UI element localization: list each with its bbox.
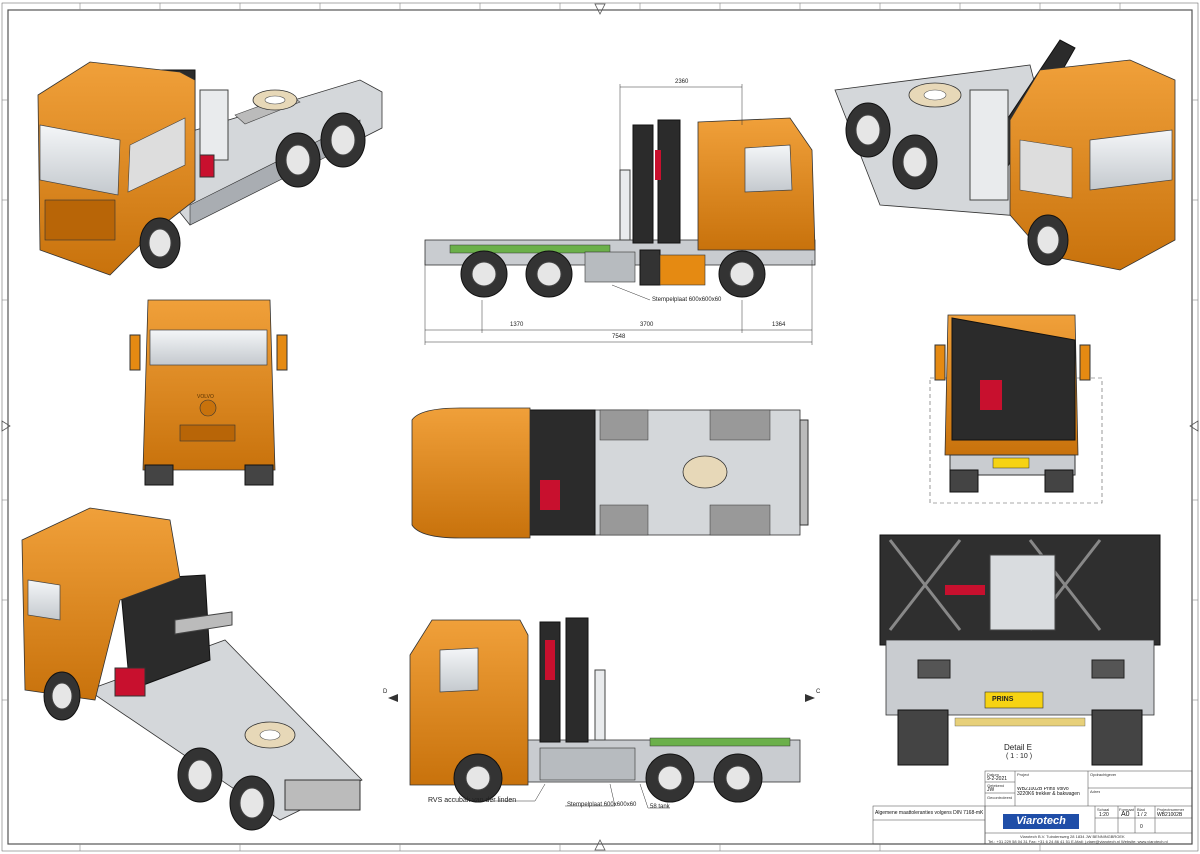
tb-sheet: 1 / 2 [1137,812,1147,818]
iso-view-front-left [37,61,383,276]
callout-stempelplaat-bottom: Stempelplaat 600x600x60 [567,802,637,808]
section-mark-right: C [816,689,821,695]
tb-contact-line: Tel.: +31 229 58 04 31 Fax: +31 6 24 86 … [988,839,1168,844]
side-view-opposite [409,617,801,803]
detail-label: Detail E [1004,743,1033,752]
tb-date-label: Datum [987,772,999,777]
tb-format-label: Formaat [1119,807,1134,812]
tb-format: A0 [1121,811,1130,818]
dimension-rear-overhang: 1370 [510,322,524,328]
grille-badge: VOLVO [197,394,214,400]
tb-project: WB21002B Prins Volvo 3220K6 trekker & ba… [1017,787,1080,797]
tb-scale-label: Schaal [1097,807,1110,812]
tb-address-line: Viarotech B.V. Tuindersweg 28 1834 JW BE… [1020,834,1125,839]
iso-view-rear-left [21,507,363,831]
section-arrows [388,694,815,702]
detail-e-view [879,534,1161,766]
tb-date: 9-2-2021 [987,776,1008,782]
tb-project-label: Project [1017,772,1030,777]
title-block-grid [872,770,1193,845]
dimension-wheelbase: 3700 [640,322,654,328]
tb-project-no-label: Projectnummer [1157,807,1185,812]
dimension-lines [424,84,813,345]
tb-address-label: Adres [1090,789,1101,794]
callout-stempelplaat-top: Stempelplaat 600x600x60 [652,297,722,303]
center-marks [1,3,1199,851]
callout-tank: 58 tank [650,804,670,810]
dimension-top-width: 2360 [675,79,689,85]
company-logo: Viarotech [1003,814,1079,829]
dimension-front-overhang: 1364 [772,322,786,328]
section-mark-left: D [383,689,388,695]
dimension-overall-length: 7548 [612,334,626,340]
callout-accubak: RVS accubak van der linden [428,797,517,804]
front-view [129,299,288,486]
tb-sheet-label: Blad [1137,807,1146,812]
detail-scale: ( 1 : 10 ) [1006,753,1033,760]
tb-project-no: WB21002B [1157,812,1183,818]
tb-revision: 0 [1140,824,1143,830]
tb-client-label: Opdrachtgever [1090,772,1117,777]
top-view [411,407,809,539]
iso-view-front-right [834,39,1176,271]
rear-view [929,314,1103,504]
frame-ticks [2,3,1198,851]
tb-drawn-label: Getekend [987,783,1005,788]
tb-tolerance: Algemene maattoleranties volgens DIN 716… [875,810,983,816]
callout-leaders [490,783,670,809]
tb-checked-label: Gecontroleerd [987,795,1013,800]
side-view-main [424,117,816,298]
tb-drawn: JW [987,787,995,793]
tb-scale: 1:20 [1099,812,1109,818]
license-plate: PRINS [992,696,1014,703]
